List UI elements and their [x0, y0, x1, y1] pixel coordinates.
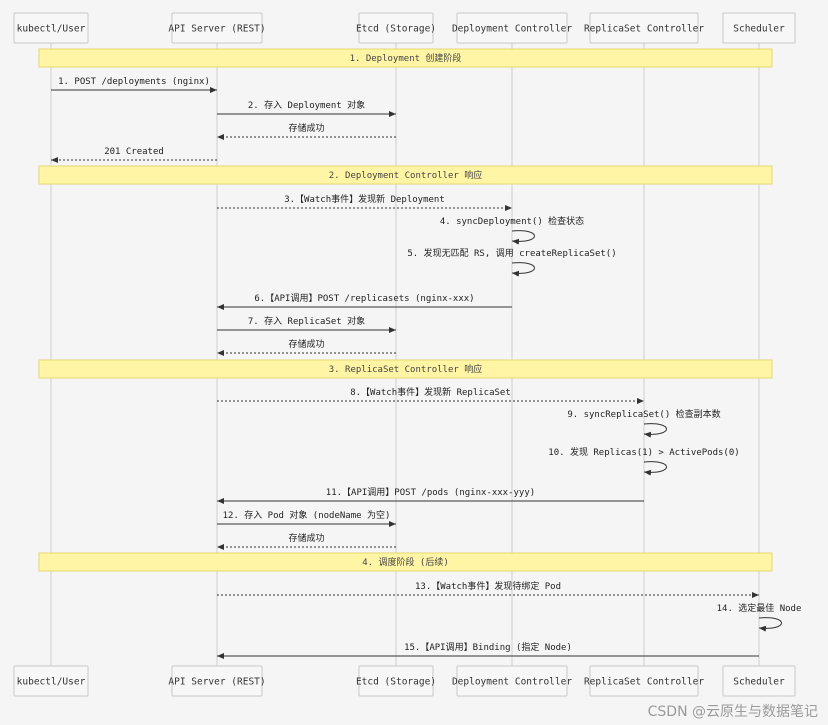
phase-band: 1. Deployment 创建阶段 [38, 48, 773, 68]
participant-etcd-top: Etcd (Storage) [356, 12, 436, 44]
phase-band: 3. ReplicaSet Controller 响应 [38, 359, 773, 379]
participant-api-bottom: API Server (REST) [168, 665, 266, 697]
self-message-arrow [511, 262, 535, 277]
message: 存储成功 [217, 122, 396, 140]
self-message-arrow [643, 461, 667, 476]
self-message-arrow [758, 617, 782, 632]
self-message-label: 9. syncReplicaSet() 检查副本数 [567, 408, 720, 420]
participant-label: Deployment Controller [452, 24, 572, 35]
phase-label: 2. Deployment Controller 响应 [329, 169, 482, 181]
participant-label: kubectl/User [17, 677, 86, 688]
message: 8.【Watch事件】发现新 ReplicaSet [217, 386, 644, 404]
participant-label: Scheduler [733, 677, 785, 688]
participant-rsc-bottom: ReplicaSet Controller [584, 665, 704, 697]
message: 3.【Watch事件】发现新 Deployment [217, 193, 512, 211]
participant-label: ReplicaSet Controller [584, 24, 704, 35]
phase-label: 1. Deployment 创建阶段 [350, 52, 462, 64]
participant-label: API Server (REST) [168, 24, 265, 35]
phase-band: 2. Deployment Controller 响应 [38, 165, 773, 185]
watermark: CSDN @云原生与数据笔记 [647, 704, 818, 720]
message-label: 7. 存入 ReplicaSet 对象 [248, 315, 365, 327]
participant-label: Etcd (Storage) [356, 24, 436, 35]
message-label: 8.【Watch事件】发现新 ReplicaSet [350, 386, 511, 398]
phase-label: 4. 调度阶段 (后续) [362, 556, 449, 568]
messages: 1. POST /deployments (nginx) 2. 存入 Deploy… [51, 77, 802, 659]
message: 11.【API调用】POST /pods (nginx-xxx-yyy) [217, 487, 644, 504]
participant-label: kubectl/User [17, 24, 86, 35]
self-message: 14. 选定最佳 Node [717, 602, 802, 632]
phase-band: 4. 调度阶段 (后续) [38, 552, 773, 572]
message: 12. 存入 Pod 对象 (nodeName 为空) [217, 509, 396, 527]
participant-user-top: kubectl/User [13, 12, 89, 44]
self-message: 10. 发现 Replicas(1) > ActivePods(0) [548, 446, 740, 476]
participant-etcd-bottom: Etcd (Storage) [356, 665, 436, 697]
message-label: 存储成功 [288, 532, 324, 544]
message-label: 3.【Watch事件】发现新 Deployment [284, 193, 445, 205]
message: 201 Created [51, 147, 217, 163]
participant-user-bottom: kubectl/User [13, 665, 89, 697]
message: 存储成功 [217, 532, 396, 550]
message: 15.【API调用】Binding (指定 Node) [217, 641, 759, 659]
message: 7. 存入 ReplicaSet 对象 [217, 315, 396, 333]
self-message: 4. syncDeployment() 检查状态 [440, 215, 584, 245]
self-message-arrow [511, 230, 535, 245]
participant-label: ReplicaSet Controller [584, 677, 704, 688]
message-label: 13.【Watch事件】发现待绑定 Pod [415, 580, 561, 592]
self-message-label: 5. 发现无匹配 RS, 调用 createReplicaSet() [407, 247, 616, 259]
self-message: 5. 发现无匹配 RS, 调用 createReplicaSet() [407, 247, 617, 277]
participant-dc-top: Deployment Controller [452, 12, 572, 44]
self-message-label: 14. 选定最佳 Node [717, 602, 802, 614]
self-message-label: 10. 发现 Replicas(1) > ActivePods(0) [548, 446, 739, 458]
participant-label: Etcd (Storage) [356, 677, 436, 688]
self-message-label: 4. syncDeployment() 检查状态 [440, 215, 584, 227]
participant-sched-bottom: Scheduler [722, 665, 796, 697]
participant-api-top: API Server (REST) [168, 12, 266, 44]
message-label: 存储成功 [288, 338, 324, 350]
participant-label: API Server (REST) [168, 677, 265, 688]
participant-label: Deployment Controller [452, 677, 572, 688]
lifelines [50, 43, 760, 666]
message-label: 201 Created [104, 147, 164, 157]
message: 6.【API调用】POST /replicasets (nginx-xxx) [217, 293, 512, 310]
message: 2. 存入 Deployment 对象 [217, 99, 396, 117]
message-label: 存储成功 [288, 122, 324, 134]
phase-bands: 1. Deployment 创建阶段 2. Deployment Controll… [38, 48, 773, 572]
self-message-arrow [643, 423, 667, 438]
participant-dc-bottom: Deployment Controller [452, 665, 572, 697]
participant-label: Scheduler [733, 24, 785, 35]
message-label: 11.【API调用】POST /pods (nginx-xxx-yyy) [326, 487, 535, 498]
message-label: 6.【API调用】POST /replicasets (nginx-xxx) [254, 293, 474, 304]
participant-rsc-top: ReplicaSet Controller [584, 12, 704, 44]
message-label: 15.【API调用】Binding (指定 Node) [404, 641, 572, 653]
message: 1. POST /deployments (nginx) [51, 77, 217, 93]
message-label: 12. 存入 Pod 对象 (nodeName 为空) [223, 509, 391, 521]
message-label: 1. POST /deployments (nginx) [58, 77, 210, 87]
message: 存储成功 [217, 338, 396, 356]
phase-label: 3. ReplicaSet Controller 响应 [329, 363, 482, 375]
message-label: 2. 存入 Deployment 对象 [248, 99, 365, 111]
message: 13.【Watch事件】发现待绑定 Pod [217, 580, 759, 598]
participant-sched-top: Scheduler [722, 12, 796, 44]
participants-bottom: kubectl/User API Server (REST) Etcd (Stora… [13, 665, 796, 697]
self-message: 9. syncReplicaSet() 检查副本数 [567, 408, 721, 438]
participants-top: kubectl/User API Server (REST) Etcd (Stora… [13, 12, 796, 44]
